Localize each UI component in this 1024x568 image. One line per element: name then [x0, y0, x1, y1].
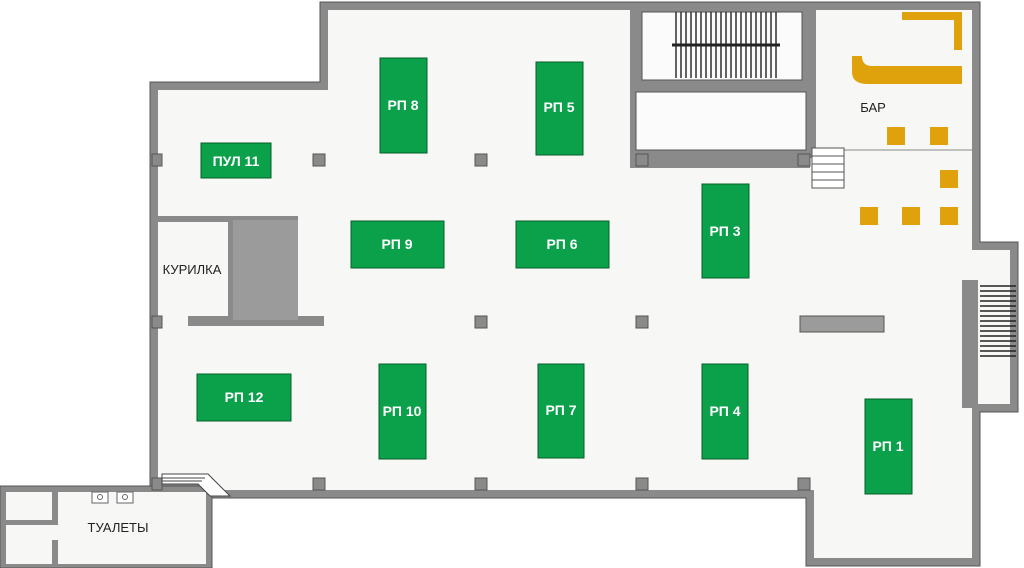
bar-stool: [930, 127, 948, 145]
bar-counter: [852, 56, 962, 84]
table-label: РП 3: [709, 223, 740, 239]
table-label: РП 10: [383, 403, 422, 419]
bar-stool: [860, 207, 878, 225]
table-rp4[interactable]: РП 4: [701, 363, 749, 460]
table-rp7[interactable]: РП 7: [537, 363, 585, 459]
table-rp10[interactable]: РП 10: [378, 363, 427, 460]
entrance-steps: [161, 473, 232, 497]
gray-bench: [799, 315, 885, 333]
toilets-floor: [6, 492, 206, 564]
table-label: РП 4: [709, 403, 740, 419]
table-rp6[interactable]: РП 6: [515, 220, 610, 269]
table-label: РП 1: [872, 438, 903, 454]
staircase-right: [962, 280, 1016, 408]
sink-icon: [116, 491, 134, 504]
toilets-partition: [52, 540, 58, 564]
smoking-room-block: [232, 220, 298, 320]
drain-icon: [122, 494, 128, 500]
bar-counter: [902, 12, 962, 50]
table-rp8[interactable]: РП 8: [379, 57, 428, 154]
room-label-smoking: КУРИЛКА: [163, 262, 222, 277]
table-label: РП 7: [545, 402, 576, 418]
bar-steps: [811, 147, 845, 189]
table-rp1[interactable]: РП 1: [864, 398, 913, 495]
table-label: РП 6: [546, 236, 577, 252]
table-label: РП 5: [543, 99, 574, 115]
bar-stool: [940, 170, 958, 188]
table-rp5[interactable]: РП 5: [535, 61, 584, 156]
smoking-room-wall: [228, 220, 233, 320]
toilets-partition: [52, 492, 58, 520]
bar-stool: [887, 127, 905, 145]
bar-stool: [940, 207, 958, 225]
table-label: РП 12: [225, 389, 264, 405]
drain-icon: [97, 494, 103, 500]
table-label: РП 8: [387, 97, 418, 113]
bar-wall: [810, 8, 816, 158]
table-pul11[interactable]: ПУЛ 11: [200, 142, 272, 179]
room-label-toilets: ТУАЛЕТЫ: [88, 520, 149, 535]
table-label: РП 9: [381, 236, 412, 252]
table-rp9[interactable]: РП 9: [350, 220, 445, 269]
room-label-bar: БАР: [860, 100, 886, 115]
table-rp12[interactable]: РП 12: [196, 373, 292, 422]
toilets-partition: [6, 520, 58, 525]
table-label: ПУЛ 11: [213, 153, 260, 169]
table-rp3[interactable]: РП 3: [701, 183, 750, 279]
stair-landing: [635, 91, 807, 151]
columns: [151, 153, 811, 491]
sink-icon: [91, 491, 109, 504]
staircase-top: [672, 12, 780, 78]
smoking-room-wall: [152, 216, 298, 222]
bar-stool: [902, 207, 920, 225]
smoking-room-wall: [188, 316, 324, 326]
